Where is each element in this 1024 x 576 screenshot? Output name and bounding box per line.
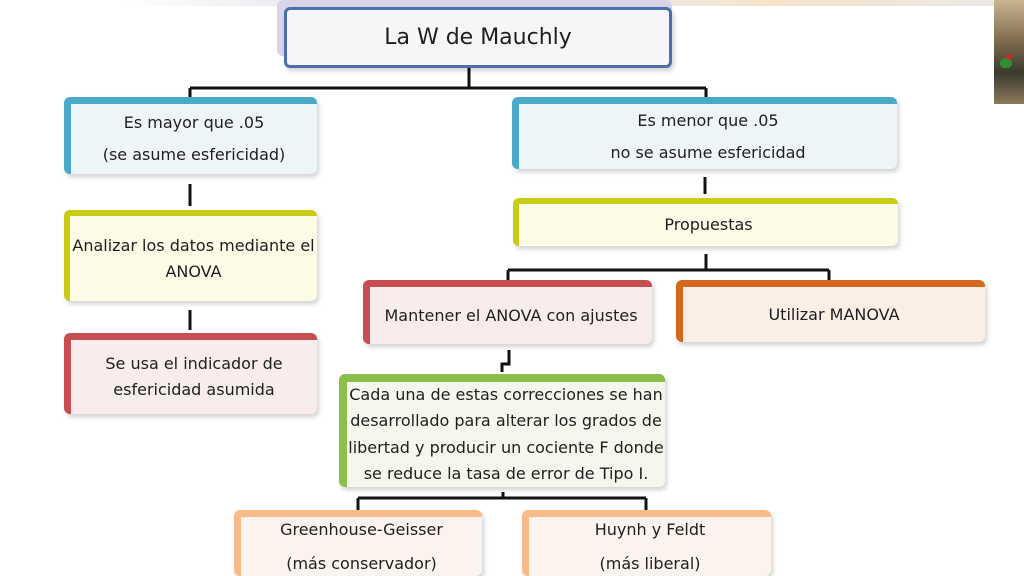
- node-analizar-line1: Analizar los datos mediante el: [72, 235, 315, 255]
- node-cada: Cada una de estas correcciones se han de…: [339, 374, 665, 487]
- node-indicador-line1: Se usa el indicador de: [105, 354, 283, 374]
- node-mayor-line1: Es mayor que .05: [123, 113, 265, 133]
- node-indicador: Se usa el indicador de esfericidad asumi…: [64, 333, 317, 414]
- node-manova-label: Utilizar MANOVA: [768, 304, 900, 324]
- node-greenhouse: Greenhouse-Geisser (más conservador): [234, 510, 482, 576]
- node-cada-line4: se reduce la tasa de error de Tipo I.: [363, 463, 649, 483]
- leaf-shape: [1000, 58, 1012, 68]
- node-menor-line1: Es menor que .05: [637, 110, 779, 130]
- node-cada-line1: Cada una de estas correcciones se han: [349, 384, 663, 404]
- node-greenhouse-line2: (más conservador): [286, 553, 437, 573]
- node-mayor: Es mayor que .05 (se asume esfericidad): [64, 97, 317, 174]
- root-label: La W de Mauchly: [384, 24, 572, 50]
- connector-mantener-cada: [500, 350, 511, 372]
- node-mayor-line2: (se asume esfericidad): [102, 145, 286, 164]
- node-cada-line2: desarrollado para alterar los grados de: [350, 411, 662, 431]
- node-propuestas-label: Propuestas: [664, 215, 753, 235]
- node-menor: Es menor que .05 no se asume esfericidad: [512, 97, 897, 169]
- node-huynh-line2: (más liberal): [599, 553, 701, 573]
- node-propuestas: Propuestas: [513, 198, 898, 246]
- node-huynh-line1: Huynh y Feldt: [594, 519, 706, 539]
- node-mantener-label: Mantener el ANOVA con ajustes: [384, 305, 638, 325]
- node-mantener: Mantener el ANOVA con ajustes: [363, 280, 652, 344]
- connector-cada-leaves: [356, 492, 648, 510]
- node-huynh: Huynh y Feldt (más liberal): [522, 510, 771, 576]
- connector-propuestas: [506, 254, 831, 280]
- node-greenhouse-line1: Greenhouse-Geisser: [280, 519, 443, 539]
- corner-photo: [994, 0, 1024, 104]
- node-analizar: Analizar los datos mediante el ANOVA: [64, 210, 317, 301]
- node-manova: Utilizar MANOVA: [676, 280, 985, 342]
- node-cada-line3: libertad y producir un cociente F donde: [348, 437, 664, 457]
- node-analizar-line2: ANOVA: [165, 261, 222, 281]
- node-menor-line2: no se asume esfericidad: [610, 142, 806, 162]
- node-indicador-line2: esfericidad asumida: [113, 380, 275, 399]
- root-node: La W de Mauchly: [284, 7, 672, 68]
- berry-shape: [1006, 54, 1012, 60]
- connector-root: [188, 66, 708, 97]
